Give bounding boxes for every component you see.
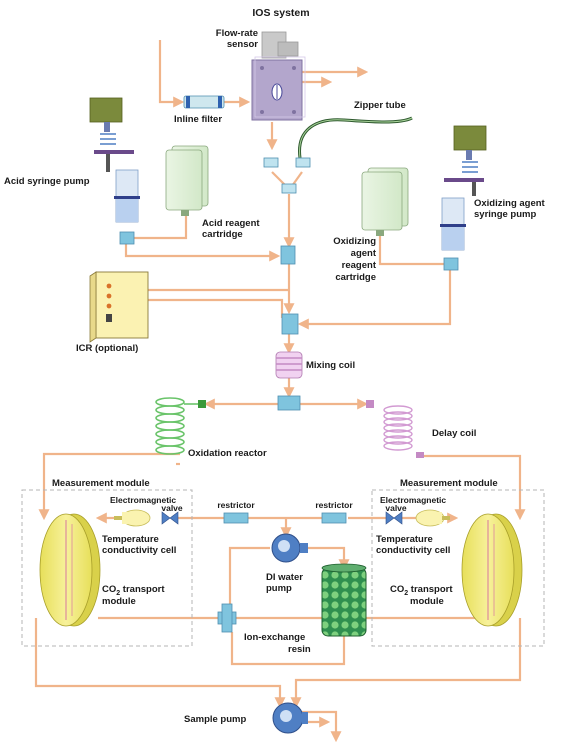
- label-oxidation-reactor: Oxidation reactor: [188, 448, 267, 459]
- label-co2-transport-right-2: module: [410, 596, 444, 607]
- acid-syringe-pump: [89, 97, 140, 245]
- delay-coil: [366, 400, 424, 458]
- label-flow-rate-sensor-2: sensor: [227, 39, 258, 50]
- label-em-valve-left-2: valve: [161, 503, 183, 513]
- label-acid-reagent-cartridge-2: cartridge: [202, 229, 243, 240]
- label-restrictor-right: restrictor: [315, 500, 353, 510]
- ion-exchange-resin-column: [321, 563, 367, 637]
- label-temp-cell-right-2: conductivity cell: [376, 545, 450, 556]
- label-co2-transport-left-1: CO2 transport: [102, 584, 165, 597]
- sample-pump: [272, 702, 308, 734]
- label-oxidizing-cartridge-1: Oxidizing: [333, 236, 376, 247]
- label-co2-transport-right-1: CO2 transport: [390, 584, 453, 597]
- icr-box: [89, 271, 149, 343]
- label-di-water-pump-1: DI water: [266, 572, 303, 583]
- label-restrictor-left: restrictor: [217, 500, 255, 510]
- label-mixing-coil: Mixing coil: [306, 360, 355, 371]
- inline-filter: [183, 95, 225, 109]
- label-acid-syringe-pump: Acid syringe pump: [4, 176, 90, 187]
- label-ion-exchange-2: resin: [288, 644, 311, 655]
- label-oxidizing-cartridge-4: cartridge: [335, 272, 376, 283]
- distribution-tee: [277, 395, 301, 411]
- co2-transport-module-right: [461, 513, 523, 627]
- label-zipper-tube: Zipper tube: [354, 100, 406, 111]
- electromagnetic-valve-right: [385, 511, 403, 525]
- label-acid-reagent-cartridge-1: Acid reagent: [202, 218, 260, 229]
- restrictor-right: [321, 512, 347, 524]
- label-em-valve-right-2: valve: [385, 503, 407, 513]
- label-icr: ICR (optional): [76, 343, 138, 354]
- oxidizing-syringe-pump: [440, 125, 487, 271]
- zipper-tube: [298, 116, 413, 159]
- label-delay-coil: Delay coil: [432, 428, 476, 439]
- restrictor-left: [223, 512, 249, 524]
- label-em-valve-right-1: Electromagnetic: [380, 495, 446, 505]
- label-measurement-module-right: Measurement module: [400, 478, 498, 489]
- oxidizing-agent-cartridge: [361, 167, 409, 236]
- electromagnetic-valve-left: [161, 511, 179, 525]
- pipes: [34, 40, 526, 743]
- diagram-title: IOS system: [252, 7, 309, 19]
- measurement-module-left-box: [21, 489, 193, 647]
- label-oxidizing-syringe-1: Oxidizing agent: [474, 198, 546, 209]
- label-flow-rate-sensor-1: Flow-rate: [216, 28, 258, 39]
- cross-connector: [217, 603, 237, 633]
- mixing-coil: [275, 351, 303, 379]
- label-oxidizing-cartridge-2: agent: [351, 248, 377, 259]
- acid-tee: [280, 245, 296, 265]
- label-ion-exchange-1: Ion-exchange: [244, 632, 305, 643]
- flow-rate-sensor: [251, 31, 306, 121]
- label-temp-cell-right-1: Temperature: [376, 534, 433, 545]
- label-oxidizing-cartridge-3: reagent: [342, 260, 377, 271]
- label-temp-cell-left-2: conductivity cell: [102, 545, 176, 556]
- label-temp-cell-left-1: Temperature: [102, 534, 159, 545]
- label-measurement-module-left: Measurement module: [52, 478, 150, 489]
- label-inline-filter: Inline filter: [174, 114, 222, 125]
- splitter-connectors: [263, 157, 311, 194]
- label-oxidizing-syringe-2: syringe pump: [474, 209, 536, 220]
- temperature-conductivity-cell-right: [415, 509, 450, 527]
- label-em-valve-left-1: Electromagnetic: [110, 495, 176, 505]
- labels: IOS system Flow-rate sensor Inline filte…: [4, 7, 546, 725]
- label-co2-transport-left-2: module: [102, 596, 136, 607]
- di-water-pump: [271, 533, 308, 563]
- label-sample-pump: Sample pump: [184, 714, 246, 725]
- co2-transport-module-left: [39, 513, 101, 627]
- oxidation-reactor-coil: [155, 397, 206, 455]
- temperature-conductivity-cell-left: [114, 509, 151, 527]
- acid-reagent-cartridge: [165, 145, 209, 216]
- mixing-tee: [281, 313, 299, 335]
- measurement-module-right-box: [371, 489, 545, 647]
- label-di-water-pump-2: pump: [266, 583, 292, 594]
